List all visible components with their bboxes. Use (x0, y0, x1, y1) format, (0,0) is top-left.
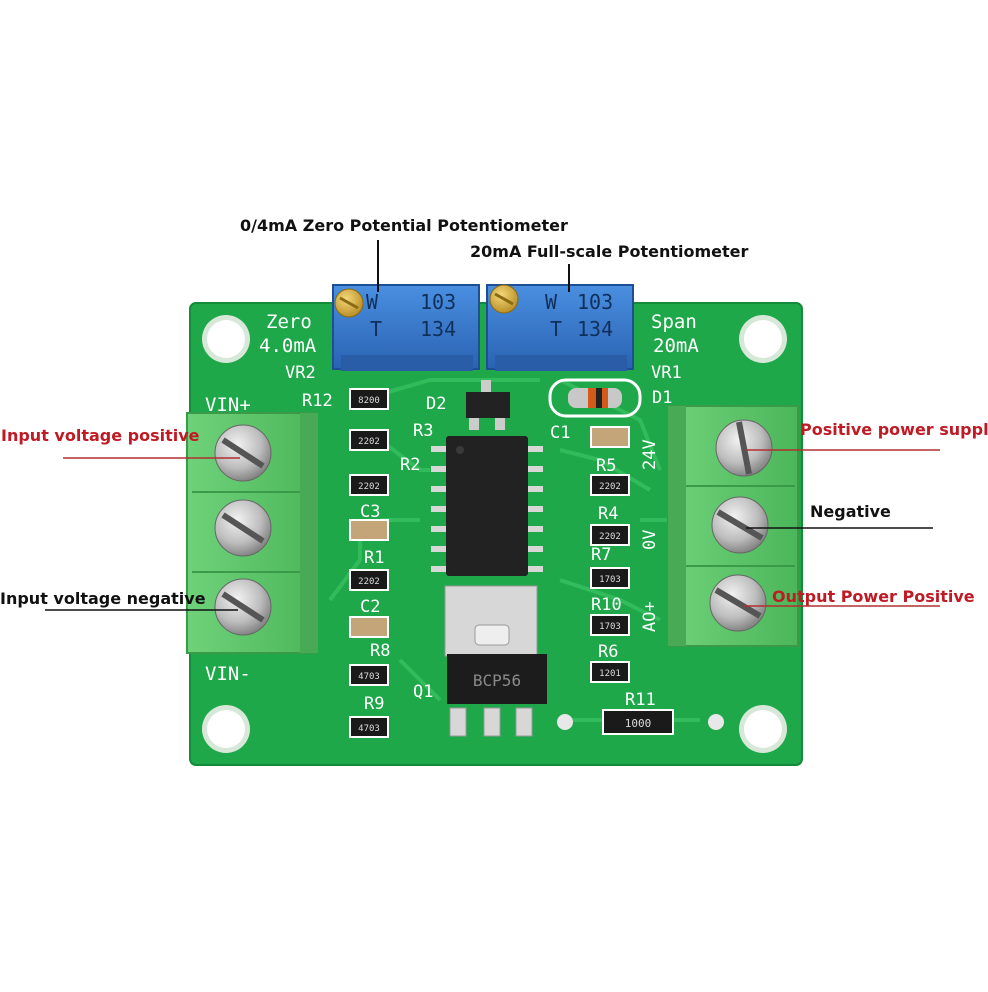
silk-r2: R2 (400, 455, 420, 475)
vin-positive-screw[interactable] (214, 424, 272, 482)
capacitors (349, 426, 630, 638)
vin-negative-screw[interactable] (214, 578, 272, 636)
bcp56-marking: BCP56 (473, 671, 521, 690)
resistor-r9: 4703 (349, 716, 389, 738)
callout-fullscale-pot: 20mA Full-scale Potentiometer (470, 242, 749, 261)
vin-middle-screw[interactable] (214, 499, 272, 557)
resistors: 8200 2202 2202 2202 4703 4703 2202 2202 (349, 388, 674, 738)
input-terminal-block (186, 412, 318, 654)
silk-r12: R12 (302, 391, 333, 411)
silk-r10: R10 (591, 595, 622, 615)
silk-r9: R9 (364, 694, 384, 714)
vr2-code-text: 103 (420, 290, 456, 314)
svg-text:2202: 2202 (358, 482, 380, 492)
callout-positive-supply: Positive power supply (800, 420, 988, 439)
svg-text:1000: 1000 (625, 717, 652, 730)
silk-r5: R5 (596, 456, 616, 476)
silk-vin-plus: VIN+ (205, 394, 251, 416)
svg-text:4703: 4703 (358, 672, 380, 682)
resistor-r11: 1000 (602, 709, 674, 735)
vr1-code-text: 103 (577, 290, 613, 314)
potentiometer-vr2[interactable]: 103 W 134 T (332, 284, 480, 371)
q1-transistor: BCP56 (444, 585, 547, 737)
vr2-t-text: T (370, 317, 382, 341)
vr2-letter-text: W (366, 290, 379, 314)
d2-component (466, 380, 510, 430)
output-positive-screw[interactable] (709, 574, 767, 632)
callout-leaders (45, 240, 940, 611)
resistor-r8: 4703 (349, 664, 389, 686)
silkscreen-labels: Zero 4.0mA VR2 Span 20mA VR1 VIN+ VIN- R… (205, 311, 699, 714)
silk-span-value: 20mA (653, 335, 699, 357)
silk-r8: R8 (370, 641, 390, 661)
silk-24v: 24V (640, 439, 660, 470)
silk-r7: R7 (591, 545, 611, 565)
test-point (557, 714, 573, 730)
supply-negative-screw[interactable] (711, 496, 769, 554)
potentiometer-vr1[interactable]: 103 W 134 T (486, 284, 634, 371)
silk-ao-plus: AO+ (640, 601, 660, 632)
vr1-sub-text: 134 (577, 317, 613, 341)
silk-q1: Q1 (413, 682, 433, 702)
svg-text:2202: 2202 (599, 532, 621, 542)
supply-positive-screw[interactable] (715, 419, 773, 477)
vr1-letter-text: W (545, 290, 558, 314)
resistor-r10: 1703 (590, 614, 630, 636)
vr2-sub-text: 134 (420, 317, 456, 341)
callout-vin-positive: Input voltage positive (1, 426, 200, 445)
svg-text:1703: 1703 (599, 622, 621, 632)
silk-zero: Zero (266, 311, 312, 333)
svg-text:4703: 4703 (358, 724, 380, 734)
op-amp-ic (431, 436, 543, 576)
silk-zero-value: 4.0mA (259, 335, 317, 357)
silk-span: Span (651, 311, 697, 333)
silk-vr1: VR1 (651, 363, 682, 383)
silk-r6: R6 (598, 642, 618, 662)
callout-zero-pot: 0/4mA Zero Potential Potentiometer (240, 216, 568, 235)
silk-vin-minus: VIN- (205, 663, 251, 685)
silk-0v: 0V (640, 530, 660, 550)
callout-vin-negative: Input voltage negative (0, 589, 206, 608)
silk-c2: C2 (360, 597, 380, 617)
resistor-r12: 8200 (349, 388, 389, 410)
resistor-r1: 2202 (349, 569, 389, 591)
silk-vr2: VR2 (285, 363, 316, 383)
callout-output-positive: Output Power Positive (772, 587, 975, 606)
power-terminal-block (667, 405, 799, 647)
silk-r4: R4 (598, 504, 618, 524)
svg-text:1201: 1201 (599, 669, 621, 679)
svg-text:1703: 1703 (599, 575, 621, 585)
silk-r11: R11 (625, 690, 656, 710)
silk-c3: C3 (360, 502, 380, 522)
resistor-r7: 1703 (590, 567, 630, 589)
resistor-r4: 2202 (590, 524, 630, 546)
test-point (708, 714, 724, 730)
resistor-r2: 2202 (349, 474, 389, 496)
callout-negative: Negative (810, 502, 891, 521)
silk-d2: D2 (426, 394, 446, 414)
svg-text:2202: 2202 (358, 577, 380, 587)
silk-d1: D1 (652, 388, 672, 408)
vr1-t-text: T (550, 317, 562, 341)
resistor-r6: 1201 (590, 661, 630, 683)
svg-text:2202: 2202 (358, 437, 380, 447)
mounting-holes (202, 315, 787, 753)
silk-r1: R1 (364, 548, 384, 568)
silk-r3: R3 (413, 421, 433, 441)
silk-c1: C1 (550, 423, 570, 443)
svg-text:2202: 2202 (599, 482, 621, 492)
resistor-r5: 2202 (590, 474, 630, 496)
svg-text:8200: 8200 (358, 396, 380, 406)
resistor-r3: 2202 (349, 429, 389, 451)
d1-diode (548, 378, 642, 418)
